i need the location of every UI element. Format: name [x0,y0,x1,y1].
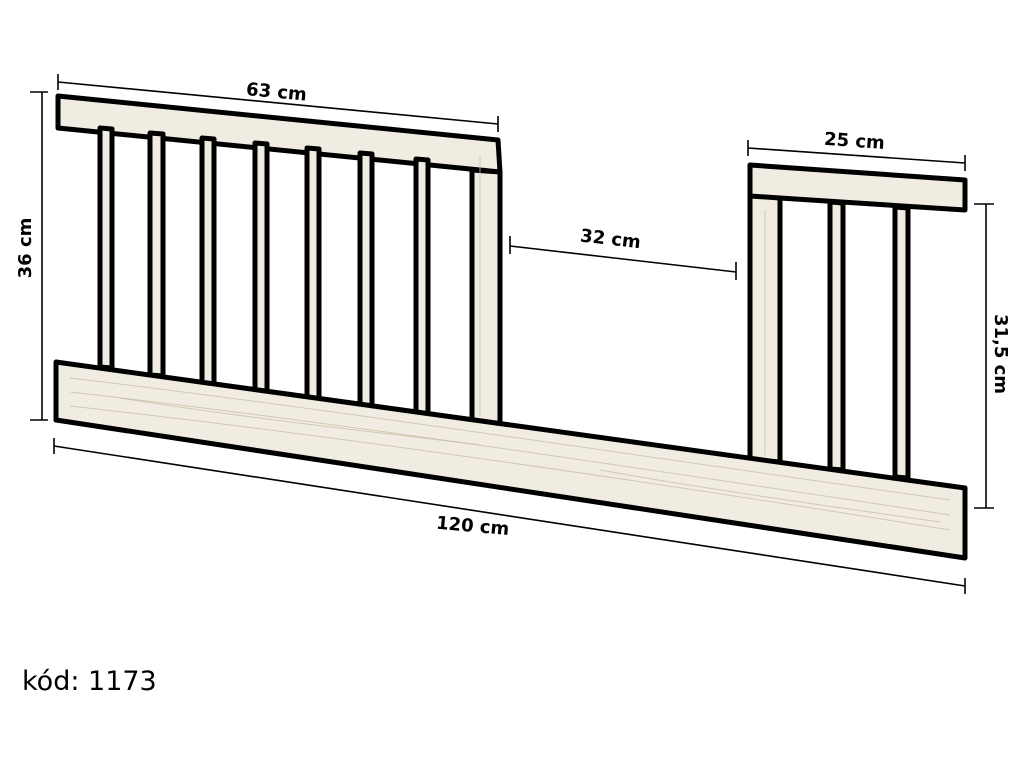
slat-2 [147,130,166,379]
slat-6 [357,150,375,411]
slat-7 [413,156,431,417]
slat-1 [97,125,115,371]
dimension-right-height: 31,5 cm [974,203,1011,509]
wood-grain [69,156,951,531]
dimension-label-top-right: 25 cm [823,129,885,154]
slat-9 [892,204,911,481]
slat-8 [827,199,846,473]
dimension-label-top-left: 63 cm [245,79,307,106]
slat-3 [199,135,217,387]
slat-4 [252,140,270,395]
bottom-base-rail [53,359,968,561]
left-end-post [469,167,503,428]
dimension-label-total: 120 cm [435,513,510,540]
product-code: kód: 1173 [22,666,157,697]
slat-5 [304,145,322,403]
dimension-gap: 32 cm [509,225,737,280]
dimension-left-height: 36 cm [15,91,48,421]
dimension-label-right-height: 31,5 cm [990,314,1011,394]
dimension-top-left: 63 cm [57,74,499,132]
right-guard-section [747,162,968,481]
left-top-rail [55,93,503,175]
dimension-top-right: 25 cm [747,129,966,171]
dimension-label-gap: 32 cm [579,225,642,253]
dimension-label-left-height: 36 cm [15,218,36,279]
